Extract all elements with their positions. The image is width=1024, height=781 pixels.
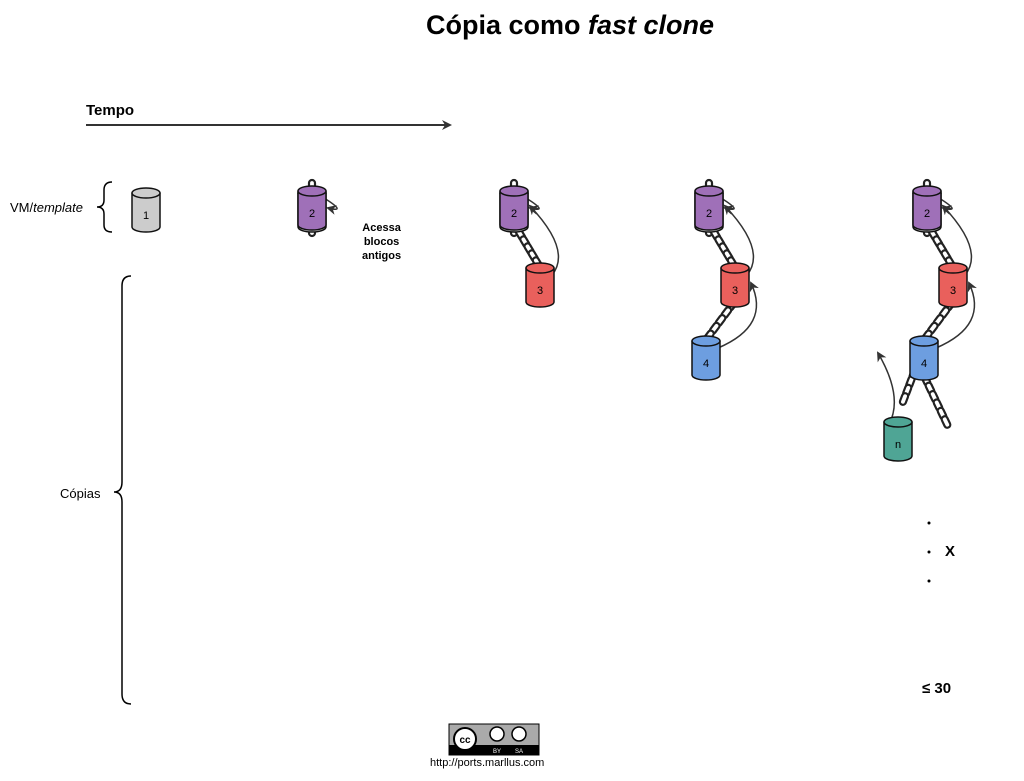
disk-cylinder-2: 2 [499, 185, 529, 231]
chain-link [920, 373, 952, 429]
limit-label: ≤ 30 [922, 680, 952, 697]
svg-text:3: 3 [950, 285, 956, 297]
footer-url: http://ports.marllus.com [430, 757, 545, 769]
access-arrow [723, 204, 755, 276]
disk-cylinder-3: 3 [525, 262, 555, 308]
svg-text:cc: cc [459, 735, 471, 746]
copies-brace [113, 275, 132, 705]
note-line: antigos [362, 250, 402, 262]
access-arrow [935, 281, 977, 349]
title-italic: fast clone [587, 10, 715, 40]
access-arrow [717, 281, 759, 349]
disk-cylinder-2: 2 [912, 185, 942, 231]
svg-text:SA: SA [515, 749, 523, 755]
note-line: Acessa [362, 222, 401, 234]
svg-text:BY: BY [493, 749, 501, 755]
disk-cylinder-3: 3 [720, 262, 750, 308]
dots [927, 521, 931, 583]
vm-italic: template [33, 200, 83, 215]
access-note: Acessa blocos antigos [362, 221, 401, 263]
svg-text:4: 4 [703, 358, 709, 370]
disk-cylinder-2: 2 [694, 185, 724, 231]
vm-template-label: VM/template [10, 200, 83, 215]
access-arrow [323, 197, 338, 215]
svg-text:3: 3 [537, 285, 543, 297]
disk-cylinder-3: 3 [938, 262, 968, 308]
svg-text:2: 2 [706, 208, 712, 220]
svg-text:1: 1 [143, 210, 149, 222]
copies-label: Cópias [60, 486, 101, 501]
disk-cylinder-4: 4 [691, 335, 721, 381]
disk-cylinder-1: 1 [131, 187, 161, 233]
note-line: blocos [363, 236, 400, 248]
disk-cylinder-n: n [883, 416, 913, 462]
license-badge: cc BY SA [448, 723, 540, 756]
svg-text:n: n [895, 439, 901, 451]
disk-cylinder-2: 2 [297, 185, 327, 231]
access-arrow [941, 204, 973, 276]
svg-text:2: 2 [924, 208, 930, 220]
vm-brace [96, 181, 113, 233]
title-text: Cópia como [425, 10, 588, 40]
vm-prefix: VM/ [10, 200, 34, 215]
svg-text:3: 3 [732, 285, 738, 297]
x-label: X [945, 543, 956, 560]
time-label: Tempo [86, 102, 135, 119]
disk-cylinder-4: 4 [909, 335, 939, 381]
svg-text:2: 2 [309, 208, 315, 220]
svg-text:2: 2 [511, 208, 517, 220]
access-arrow [528, 204, 560, 276]
diagram-title: Cópia como fast clone [0, 10, 1024, 41]
svg-text:4: 4 [921, 358, 927, 370]
